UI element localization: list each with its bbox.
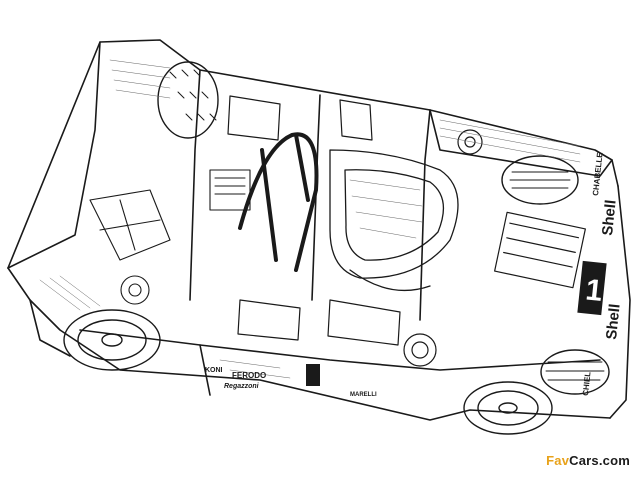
sponsor-lower-text: MARELLI	[350, 392, 377, 398]
sponsor-side-text-second: Shell	[603, 303, 624, 340]
sponsor-side-text: Shell	[599, 199, 620, 236]
driver-seat	[329, 149, 459, 292]
front-suspension	[89, 169, 251, 305]
sponsor-rear-text: CHIEL	[581, 371, 592, 396]
hatching	[39, 59, 581, 379]
roll-cage	[238, 132, 319, 272]
bulkheads	[227, 95, 401, 346]
rear-right-lower-tyre	[540, 349, 610, 395]
sponsor-driver-text: Regazzoni	[224, 383, 260, 390]
engine	[403, 129, 586, 367]
rear-left-wheel	[463, 381, 553, 435]
rear-right-tyre	[501, 155, 579, 205]
spare-tyre	[157, 61, 219, 139]
watermark-brand: Fav	[546, 453, 570, 468]
race-number-side: 1	[584, 273, 604, 308]
favcars-watermark: FavCars.com	[546, 453, 630, 468]
body-outline	[7, 39, 631, 421]
number-panel	[306, 260, 607, 386]
watermark-rest: Cars.com	[569, 453, 630, 468]
sponsor-sill-text: FERODO	[232, 371, 266, 380]
sponsor-sill-text-2: KONI	[205, 367, 223, 374]
front-left-wheel	[63, 309, 161, 371]
